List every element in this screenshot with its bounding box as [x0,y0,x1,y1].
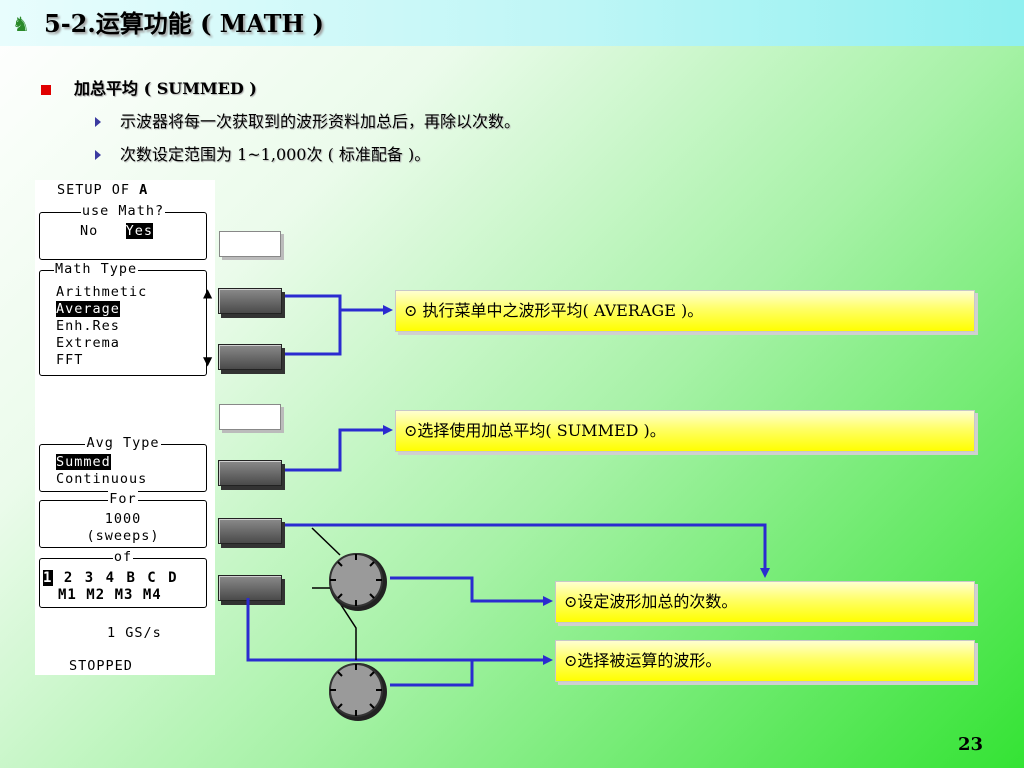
callout-summed: ⊙选择使用加总平均( SUMMED )。 [395,410,975,452]
bullet-square-icon [41,85,51,95]
softkey-for[interactable] [218,518,282,544]
slide-title: 5-2.运算功能 ( MATH ) [44,9,324,38]
of-math-row[interactable]: M1 M2 M3 M4 [58,587,162,603]
arrowhead-icon [760,568,770,578]
use-math-group: use Math? No Yes [39,203,207,260]
of-selected-channel[interactable]: 1 [43,570,54,586]
arrowhead-icon [543,655,553,665]
bullet-arrow-icon [95,150,101,160]
use-math-yes[interactable]: Yes [125,223,154,239]
title-bar [0,0,1024,46]
softkey-avg-type[interactable] [218,460,282,486]
softkey-math-type-up[interactable] [218,288,282,314]
softkey-of[interactable] [218,575,282,601]
setup-header: SETUP OF A [57,182,148,199]
arrowhead-icon [383,425,393,435]
logo-icon: ♞ [12,12,30,36]
oscilloscope-screen: SETUP OF A use Math? No Yes Math Type Ar… [35,180,215,675]
callout-source-text: ⊙选择被运算的波形。 [564,651,722,670]
callout-source: ⊙选择被运算的波形。 [555,640,975,682]
math-type-item[interactable]: FFT [56,352,84,368]
math-type-item[interactable]: Extrema [56,335,120,351]
setup-label: SETUP OF [57,182,131,198]
softkey-blank-2[interactable] [219,404,281,430]
callout-average: ⊙ 执行菜单中之波形平均( AVERAGE )。 [395,290,975,332]
for-value[interactable]: 1000 [104,511,142,527]
use-math-title: use Math? [80,203,166,219]
math-type-item[interactable]: Enh.Res [56,318,120,334]
math-type-title: Math Type [54,261,139,277]
of-channel-list[interactable]: 2 3 4 B C D [53,570,179,586]
sample-rate: 1 GS/s [107,625,162,641]
for-title: For [108,491,138,507]
avg-type-item[interactable]: Continuous [56,471,148,487]
math-type-item-selected[interactable]: Average [56,301,120,317]
for-unit: (sweeps) [86,528,160,544]
callout-average-text: ⊙ 执行菜单中之波形平均( AVERAGE )。 [404,301,704,320]
callout-count-text: ⊙设定波形加总的次数。 [564,592,738,611]
acquisition-status: STOPPED [69,658,133,674]
for-group: For 1000 (sweeps) [39,491,207,548]
math-type-item[interactable]: Arithmetic [56,284,148,300]
bullet-point-1: 示波器将每一次获取到的波形资料加总后，再除以次数。 [120,112,521,131]
avg-type-title: Avg Type [85,435,161,451]
math-type-group: Math Type Arithmetic Average Enh.Res Ext… [39,261,207,376]
setup-channel: A [139,182,149,198]
scroll-up-icon: ▲ [203,286,213,300]
softkey-blank-1[interactable] [219,231,281,257]
scroll-down-icon: ▼ [203,354,213,368]
callout-summed-text: ⊙选择使用加总平均( SUMMED )。 [404,421,666,440]
knob-2-icon [329,663,387,721]
softkey-math-type-down[interactable] [218,344,282,370]
bullet-arrow-icon [95,117,101,127]
knob-1-icon [329,553,387,611]
use-math-no[interactable]: No [80,223,99,239]
of-channel-row[interactable]: 1 2 3 4 B C D [43,570,179,587]
arrowhead-icon [383,305,393,315]
of-group: of 1 2 3 4 B C D M1 M2 M3 M4 [39,549,207,608]
arrowhead-icon [543,596,553,606]
connector-arrowheads [383,305,770,665]
bullet-point-2: 次数设定范围为 1~1,000次 ( 标准配备 )。 [120,145,431,164]
avg-type-item-selected[interactable]: Summed [56,454,111,470]
callout-count: ⊙设定波形加总的次数。 [555,581,975,623]
connector-paths [246,294,767,687]
of-title: of [112,549,134,565]
section-heading: 加总平均 ( SUMMED ) [74,79,257,98]
page-number: 23 [958,734,984,755]
